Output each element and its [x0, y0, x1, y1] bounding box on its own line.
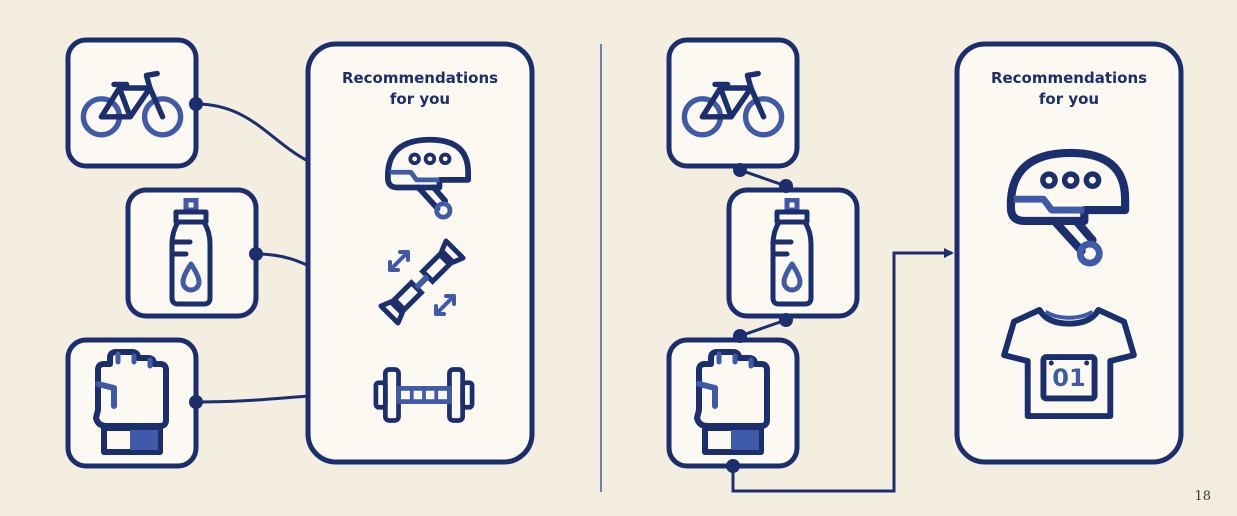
rec-title-line1: Recommendations	[341, 69, 499, 87]
connector-dot	[779, 313, 793, 327]
rec-title-line2: for you	[1038, 90, 1100, 108]
connector-bike-to-bottle	[739, 168, 787, 188]
connector-dot	[733, 163, 747, 177]
connector-dot	[726, 459, 740, 473]
connector-dot	[779, 179, 793, 193]
rec-title-line1: Recommendations	[990, 69, 1148, 87]
connector-dot	[189, 395, 203, 409]
left-panel	[65, 37, 535, 469]
input-card-bicycle[interactable]	[666, 37, 800, 169]
rec-title-line2: for you	[389, 90, 451, 108]
input-card-cycling-glove[interactable]	[666, 337, 800, 469]
input-card-bicycle[interactable]	[65, 37, 199, 169]
connector-dot	[733, 329, 747, 343]
recommendations-panel	[305, 41, 535, 465]
connector-dot	[249, 247, 263, 261]
connector-bottle-to-glove	[739, 318, 787, 338]
input-card-water-bottle[interactable]	[125, 187, 259, 319]
connector-glove-to-recommendations	[731, 248, 954, 493]
input-card-cycling-glove[interactable]	[65, 337, 199, 469]
input-card-water-bottle[interactable]	[726, 187, 860, 319]
connector-dot	[189, 97, 203, 111]
left-recommendations-title: Recommendations for you	[310, 68, 530, 110]
page-number: 18	[1194, 489, 1211, 504]
right-panel: 01	[666, 37, 1184, 493]
right-recommendations-title: Recommendations for you	[959, 68, 1179, 110]
jersey-icon[interactable]: 01	[1004, 310, 1134, 416]
jersey-number: 01	[1052, 364, 1085, 392]
